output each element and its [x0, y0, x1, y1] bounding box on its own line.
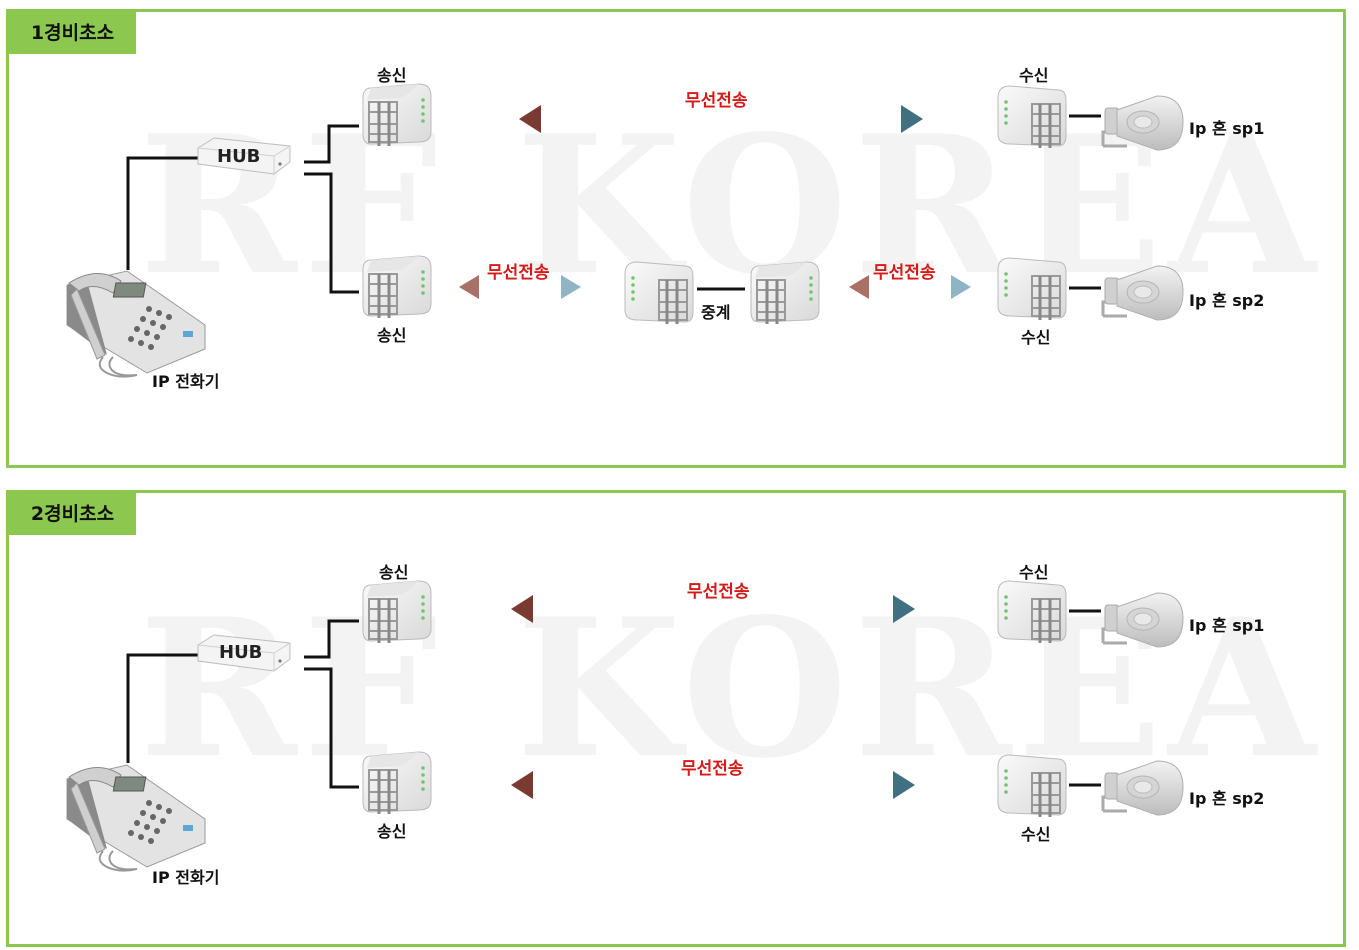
hub-label: HUB [217, 146, 260, 167]
ip-phone-label: IP 전화기 [152, 372, 219, 391]
relay-right-icon [749, 260, 821, 326]
speaker-2-label: Ip 혼 sp2 [1189, 291, 1264, 310]
guard-post-1-diagram: RF KOREA [66, 66, 1316, 391]
wireless-top-label: 무선전송 [687, 582, 750, 602]
panel-title: 2경비초소 [9, 493, 136, 535]
wireless-top-label: 무선전송 [685, 91, 748, 111]
panel-title: 1경비초소 [9, 12, 136, 54]
hub-label: HUB [219, 642, 262, 663]
wiring [126, 114, 1101, 294]
transmitter-top-label: 송신 [377, 66, 406, 85]
wireless-arrow-bottom [511, 771, 915, 799]
transmitter-top-label: 송신 [379, 563, 408, 582]
transmitter-bottom-label: 송신 [377, 326, 406, 345]
wireless-right-label: 무선전송 [873, 263, 936, 283]
wireless-arrow-right [849, 275, 971, 299]
receiver-bottom-label: 수신 [1021, 328, 1050, 347]
receiver-top-icon [996, 84, 1068, 150]
guard-post-2-panel: RF KOREA HUB IP 전화기 [6, 490, 1346, 947]
wireless-arrow-left [459, 275, 581, 299]
receiver-top-label: 수신 [1019, 563, 1048, 582]
speaker-2-label: Ip 혼 sp2 [1189, 789, 1264, 808]
transmitter-bottom-icon [361, 254, 433, 320]
relay-left-icon [623, 260, 695, 326]
ip-phone-label: IP 전화기 [152, 868, 219, 887]
wireless-bottom-label: 무선전송 [681, 759, 744, 779]
wireless-arrow-top [519, 105, 923, 133]
wireless-arrow-top [511, 595, 915, 623]
transmitter-top-icon [361, 82, 433, 148]
receiver-top-icon [996, 579, 1068, 645]
receiver-top-label: 수신 [1019, 66, 1048, 85]
guard-post-1-panel: RF KOREA [6, 9, 1346, 468]
receiver-bottom-icon [996, 753, 1068, 819]
receiver-bottom-label: 수신 [1021, 825, 1050, 844]
transmitter-top-icon [361, 579, 433, 645]
relay-label: 중계 [701, 303, 730, 322]
receiver-bottom-icon [996, 256, 1068, 322]
wireless-left-label: 무선전송 [487, 263, 550, 283]
guard-post-2-diagram: RF KOREA HUB IP 전화기 [66, 563, 1316, 887]
transmitter-bottom-icon [361, 750, 433, 816]
speaker-1-label: Ip 혼 sp1 [1189, 119, 1264, 138]
speaker-1-label: Ip 혼 sp1 [1189, 616, 1264, 635]
transmitter-bottom-label: 송신 [377, 822, 406, 841]
wiring [126, 609, 1101, 789]
